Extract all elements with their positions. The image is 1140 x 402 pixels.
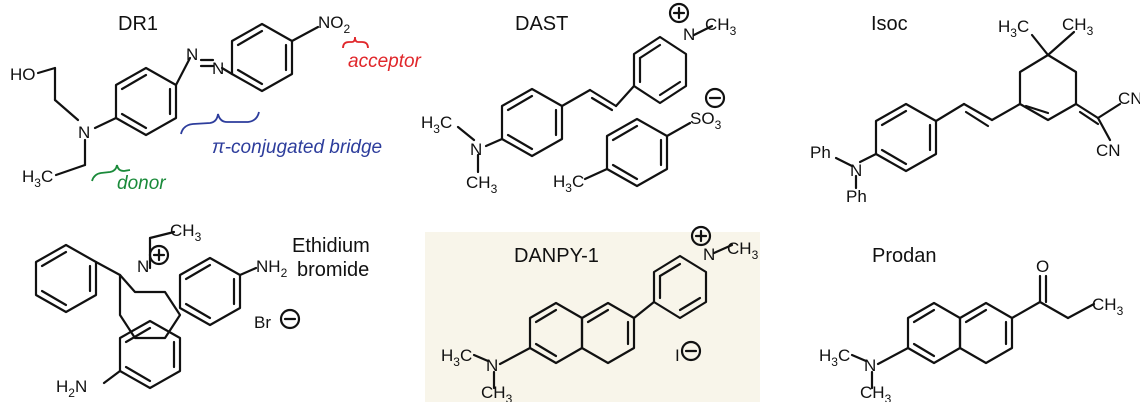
dr1-atom-ho: HO bbox=[10, 65, 36, 84]
ethidium-structure bbox=[34, 230, 301, 390]
isoc-atom-h3c: H3C bbox=[998, 17, 1029, 40]
prodan-atom-ch3: CH3 bbox=[1092, 295, 1124, 318]
acceptor-label: acceptor bbox=[348, 51, 422, 72]
danpy-structure bbox=[472, 225, 734, 390]
isoc-atom-ph2: Ph bbox=[846, 187, 867, 206]
danpy-atom-ch3-b: CH3 bbox=[481, 383, 513, 402]
title-ethidium-line2: bromide bbox=[297, 259, 369, 281]
title-dr1: DR1 bbox=[118, 13, 158, 35]
dast-atom-n-plus: N bbox=[683, 25, 695, 44]
ethidium-atom-n-plus: N bbox=[137, 257, 149, 276]
prodan-structure bbox=[850, 274, 1096, 390]
danpy-atom-n: N bbox=[486, 356, 498, 375]
danpy-atom-n-plus: N bbox=[703, 245, 715, 264]
title-isoc: Isoc bbox=[871, 13, 908, 35]
isoc-atom-cn1: CN bbox=[1118, 89, 1140, 108]
dast-atom-n: N bbox=[470, 140, 482, 159]
bridge-label: π-conjugated bridge bbox=[212, 137, 382, 158]
isoc-atom-ch3: CH3 bbox=[1062, 15, 1094, 38]
dast-atom-ch3-b: CH3 bbox=[466, 173, 498, 196]
title-danpy: DANPY-1 bbox=[514, 245, 599, 267]
dr1-atom-h3c: H3C bbox=[22, 167, 53, 190]
dast-atom-ch3: CH3 bbox=[705, 15, 737, 38]
ethidium-atom-h2n: H2N bbox=[56, 377, 87, 400]
dast-structure bbox=[456, 2, 726, 188]
isoc-atom-cn2: CN bbox=[1096, 141, 1121, 160]
isoc-structure bbox=[834, 30, 1122, 190]
donor-label: donor bbox=[117, 173, 166, 194]
title-dast: DAST bbox=[515, 13, 568, 35]
danpy-atom-ch3: CH3 bbox=[727, 239, 759, 262]
title-ethidium-line1: Ethidium bbox=[292, 235, 370, 257]
prodan-atom-n: N bbox=[864, 356, 876, 375]
danpy-atom-h3c: H3C bbox=[441, 346, 472, 369]
ethidium-atom-ch3: CH3 bbox=[170, 221, 202, 244]
dr1-atom-no2: NO2 bbox=[318, 13, 351, 36]
dast-atom-h3c-b: H3C bbox=[553, 172, 584, 195]
prodan-atom-ch3-b: CH3 bbox=[860, 383, 892, 402]
danpy-atom-iodide: I bbox=[675, 346, 680, 365]
danpy-highlight-panel bbox=[425, 232, 760, 402]
dr1-atom-n: N bbox=[78, 123, 90, 142]
isoc-atom-ph1: Ph bbox=[810, 143, 831, 162]
ethidium-atom-br: Br bbox=[254, 313, 271, 332]
dast-atom-h3c: H3C bbox=[421, 113, 452, 136]
dr1-atom-n1: N bbox=[186, 45, 198, 64]
prodan-atom-o: O bbox=[1036, 257, 1049, 276]
acceptor-brace bbox=[342, 36, 369, 49]
prodan-atom-h3c: H3C bbox=[819, 346, 850, 369]
dr1-structure bbox=[36, 22, 320, 177]
isoc-atom-n: N bbox=[850, 161, 862, 180]
bridge-brace bbox=[180, 111, 260, 135]
dr1-atom-n2: N bbox=[212, 59, 224, 78]
donor-brace bbox=[91, 164, 131, 182]
title-prodan: Prodan bbox=[872, 245, 937, 267]
ethidium-atom-nh2: NH2 bbox=[256, 257, 288, 280]
dast-atom-so3: SO3 bbox=[690, 109, 722, 132]
